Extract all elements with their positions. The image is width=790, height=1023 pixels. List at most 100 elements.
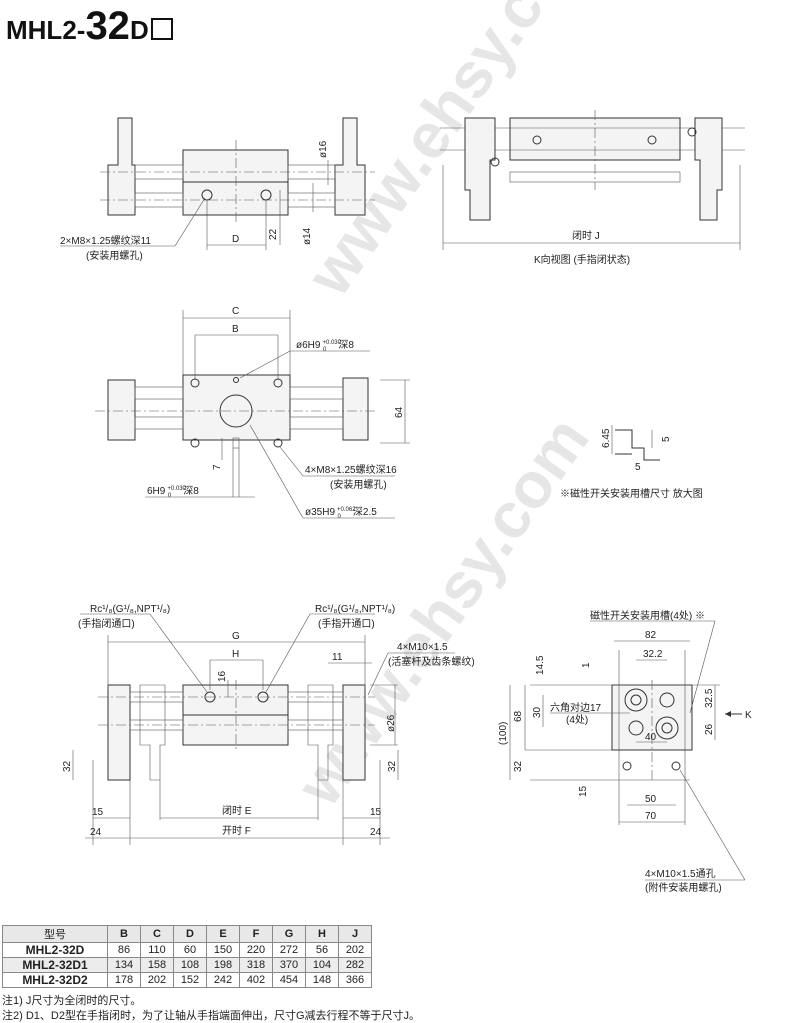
dim-24-right: 24: [370, 827, 382, 838]
value-cell: 150: [206, 942, 240, 958]
hex-note: 六角对边17: [550, 701, 602, 714]
dim-50: 50: [645, 794, 657, 805]
variant-placeholder-box: [150, 18, 173, 40]
value-cell: 148: [305, 972, 339, 988]
dim-15: 15: [578, 785, 589, 797]
dim-d16: ø16: [318, 140, 329, 158]
note-2: 注2) D1、D2型在手指闭时，为了让轴从手指端面伸出，尺寸G减去行程不等于尺寸…: [2, 1010, 421, 1022]
value-cell: 104: [305, 957, 339, 973]
slot-detail-caption: ※磁性开关安装用槽尺寸 放大图: [560, 487, 703, 500]
model-cell: MHL2-32D2: [2, 972, 108, 988]
dim-15-left: 15: [92, 807, 104, 818]
title-suffix: D: [129, 15, 149, 45]
title-prefix: MHL2-: [6, 15, 86, 45]
dim-16: 16: [217, 670, 228, 682]
dim-D: D: [232, 234, 239, 245]
value-cell: 366: [338, 972, 372, 988]
dim-5b: 5: [635, 462, 641, 473]
dim-32-5: 32.5: [704, 688, 715, 708]
value-cell: 272: [272, 942, 306, 958]
port-open-label: (手指开通口): [318, 617, 375, 630]
dim-22: 22: [268, 228, 279, 240]
port-close-label: (手指闭通口): [78, 617, 135, 630]
value-cell: 108: [173, 957, 207, 973]
dim-C: C: [232, 306, 239, 317]
mount-thread-note-sub: (安装用螺孔): [330, 478, 387, 491]
dim-64: 64: [394, 406, 405, 418]
value-cell: 158: [140, 957, 174, 973]
value-cell: 56: [305, 942, 339, 958]
model-cell: MHL2-32D: [2, 942, 108, 958]
dim-70: 70: [645, 811, 657, 822]
through-hole-note-sub: (附件安装用螺孔): [645, 881, 722, 894]
dim-J: 闭时 J: [572, 229, 600, 242]
dim-11: 11: [332, 652, 343, 663]
port-close: Rc¹/₈(G¹/₈,NPT¹/₈): [90, 604, 170, 615]
dim-32-right: 32: [387, 760, 398, 772]
k-view: 闭时 J K向视图 (手指闭状态): [440, 110, 745, 266]
dim-26: 26: [704, 723, 715, 735]
hex-note-sub: (4处): [566, 714, 588, 726]
note-1: 注1) J尺寸为全闭时的尺寸。: [2, 995, 142, 1007]
dim-24-left: 24: [90, 827, 102, 838]
through-hole-note: 4×M10×1.5通孔: [645, 868, 716, 880]
col-header: F: [239, 925, 273, 943]
value-cell: 60: [173, 942, 207, 958]
dim-15-right: 15: [370, 807, 382, 818]
dim-5a: 5: [661, 436, 672, 442]
slot-detail: 6.45 5 5 ※磁性开关安装用槽尺寸 放大图: [560, 425, 703, 500]
top-view: D 22 ø14 ø16 2×M8×1.25螺纹深11 (安装用螺孔): [60, 117, 375, 262]
dim-d14: ø14: [302, 227, 313, 245]
dim-82: 82: [645, 630, 657, 641]
switch-slot-note: 磁性开关安装用槽(4处) ※: [590, 609, 705, 622]
dim-6-45: 6.45: [601, 428, 612, 448]
value-cell: 152: [173, 972, 207, 988]
value-cell: 454: [272, 972, 306, 988]
value-cell: 178: [107, 972, 141, 988]
dim-32: 32: [513, 760, 524, 772]
table-header-row: 型号 B C D E F G H J: [2, 925, 372, 943]
dim-7: 7: [212, 464, 223, 470]
value-cell: 370: [272, 957, 306, 973]
k-arrow-label: K: [745, 710, 752, 721]
k-view-caption: K向视图 (手指闭状态): [534, 253, 630, 266]
model-cell: MHL2-32D1: [2, 957, 108, 973]
dim-1: 1: [581, 662, 592, 668]
thread-note-sub: (活塞杆及齿条螺纹): [388, 655, 475, 668]
value-cell: 134: [107, 957, 141, 973]
mounting-thread-note-sub: (安装用螺孔): [86, 249, 143, 262]
port-open: Rc¹/₈(G¹/₈,NPT¹/₈): [315, 604, 395, 615]
dim-H: H: [232, 649, 239, 660]
value-cell: 402: [239, 972, 273, 988]
value-cell: 242: [206, 972, 240, 988]
dim-30: 30: [532, 706, 543, 718]
value-cell: 198: [206, 957, 240, 973]
col-header: E: [206, 925, 240, 943]
mount-thread-note: 4×M8×1.25螺纹深16: [305, 463, 397, 476]
dim-E: 闭时 E: [222, 804, 252, 817]
dim-G: G: [232, 631, 240, 642]
dim-100: (100): [498, 722, 509, 745]
col-header: G: [272, 925, 306, 943]
value-cell: 202: [140, 972, 174, 988]
mounting-thread-note: 2×M8×1.25螺纹深11: [60, 234, 151, 247]
dim-32-left: 32: [62, 760, 73, 772]
page-title: MHL2-32D: [6, 4, 173, 49]
value-cell: 86: [107, 942, 141, 958]
thread-note: 4×M10×1.5: [397, 642, 448, 653]
value-cell: 110: [140, 942, 174, 958]
value-cell: 220: [239, 942, 273, 958]
side-view: 磁性开关安装用槽(4处) ※ 82 32.2 1 14.5 (100) 68 3…: [498, 609, 752, 894]
col-header: D: [173, 925, 207, 943]
value-cell: 202: [338, 942, 372, 958]
dim-F: 开时 F: [222, 825, 251, 837]
title-size: 32: [85, 4, 130, 48]
dim-68: 68: [513, 710, 524, 722]
col-header: C: [140, 925, 174, 943]
dim-B: B: [232, 324, 239, 335]
